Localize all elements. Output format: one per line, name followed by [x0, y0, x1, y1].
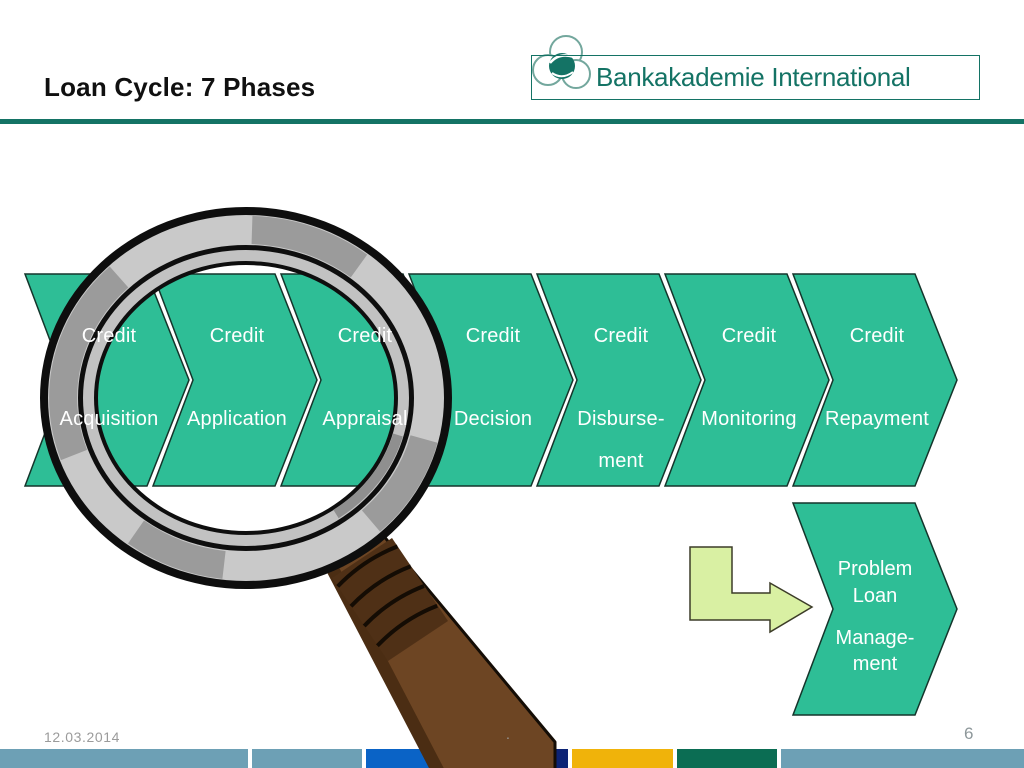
phase-7-name: Repayment: [824, 408, 930, 430]
ferrule-ridges: [336, 544, 438, 648]
header-divider: [0, 119, 1024, 124]
phase-6-name: Monitoring: [701, 408, 797, 430]
phase-5-credit: Credit: [593, 325, 649, 347]
phase-5-name: Disburse-: [577, 408, 665, 430]
logo-swirl-icon: [532, 35, 591, 89]
ring-shading: [49, 216, 438, 579]
phase-4-name: Decision: [453, 408, 533, 430]
phase-6-credit: Credit: [721, 325, 777, 347]
phase-5-name-2: ment: [598, 450, 644, 472]
phase-1-name: Acquisition: [59, 408, 159, 430]
bar-segment-7: [781, 749, 1024, 768]
phase-chevron-6: [663, 273, 830, 487]
magnifier-ring: [40, 207, 452, 589]
problem-loan-label-bottom: Manage- ment: [790, 625, 960, 677]
bar-segment-6: [677, 749, 777, 768]
elbow-arrow: [689, 546, 814, 634]
problem-loan-label-top: Problem Loan: [790, 556, 960, 610]
phase-chevron-7: [791, 273, 958, 487]
footer-date: 12.03.2014: [44, 729, 121, 745]
ring-inner-shading: [333, 433, 403, 519]
bar-segment-1: [0, 749, 248, 768]
problem-loan-line1: Problem: [837, 558, 913, 580]
slide-title: Loan Cycle: 7 Phases: [44, 72, 316, 102]
magnifier-handle: [325, 526, 557, 768]
handle-ferrule: [332, 538, 448, 661]
problem-loan-line2: Loan: [852, 585, 898, 607]
phase-4-credit: Credit: [465, 325, 521, 347]
phase-1-credit: Credit: [81, 325, 137, 347]
logo-box: Bankakademie International: [531, 55, 980, 100]
problem-loan-line3: Manage-: [835, 627, 915, 649]
footer-dot: .: [506, 726, 510, 742]
phase-3-name: Appraisal: [322, 408, 408, 430]
phase-chevron-5: [535, 273, 702, 487]
phase-2-credit: Credit: [209, 325, 265, 347]
bar-segment-5: [572, 749, 673, 768]
phase-7-credit: Credit: [849, 325, 905, 347]
logo-text: Bankakademie International: [596, 62, 911, 92]
page-number: 6: [964, 724, 974, 743]
phase-3-credit: Credit: [337, 325, 393, 347]
phase-chevron-2: [151, 273, 318, 487]
phase-chevron-band: [23, 273, 958, 487]
bar-segment-2: [252, 749, 362, 768]
phase-2-name: Application: [186, 408, 288, 430]
problem-loan-chevron: [791, 502, 958, 716]
problem-loan-line4: ment: [852, 653, 898, 675]
